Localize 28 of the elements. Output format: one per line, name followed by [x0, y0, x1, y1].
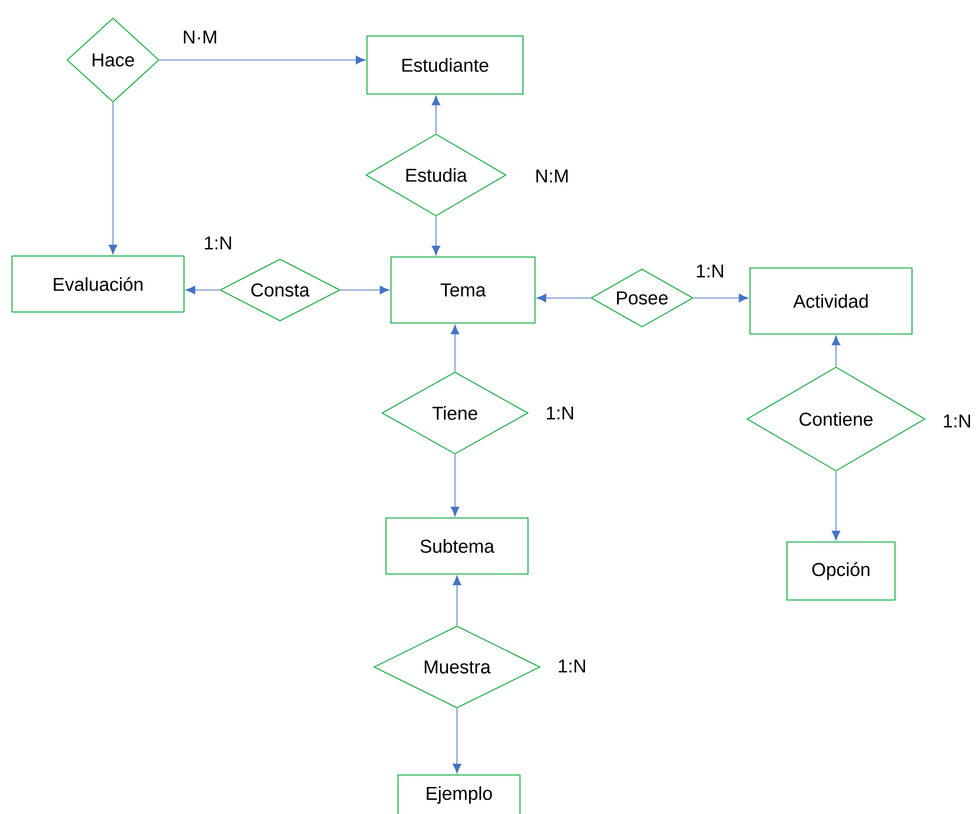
arrow — [450, 454, 460, 516]
arrow — [832, 471, 840, 540]
entity-box: Estudiante — [366, 35, 524, 95]
arrow — [432, 96, 440, 134]
entity-box: Actividad — [749, 267, 913, 335]
arrow — [450, 324, 460, 372]
cardinality-label: 1:N — [558, 660, 585, 672]
arrow — [452, 708, 462, 774]
cardinality-label: 1:N — [944, 414, 970, 428]
cardinality-label: 1:N — [696, 264, 724, 278]
entity-box: Opción — [786, 541, 896, 601]
cardinality-label: 1:N — [546, 406, 573, 420]
arrow — [452, 576, 462, 626]
entity-box: Tema — [390, 256, 536, 324]
arrow — [159, 56, 366, 64]
arrow — [340, 286, 390, 294]
entity-box: Ejemplo — [397, 774, 521, 814]
arrow — [536, 294, 591, 302]
cardinality-label: N:M — [536, 170, 568, 182]
entity-box: Subtema — [385, 517, 529, 575]
arrow — [186, 286, 220, 294]
cardinality-label: N·M — [184, 30, 216, 44]
arrow — [693, 294, 748, 302]
arrow — [432, 216, 440, 256]
arrow — [832, 336, 840, 367]
cardinality-label: 1:N — [204, 236, 231, 250]
arrow — [108, 102, 118, 254]
entity-box: Evaluación — [11, 255, 185, 313]
